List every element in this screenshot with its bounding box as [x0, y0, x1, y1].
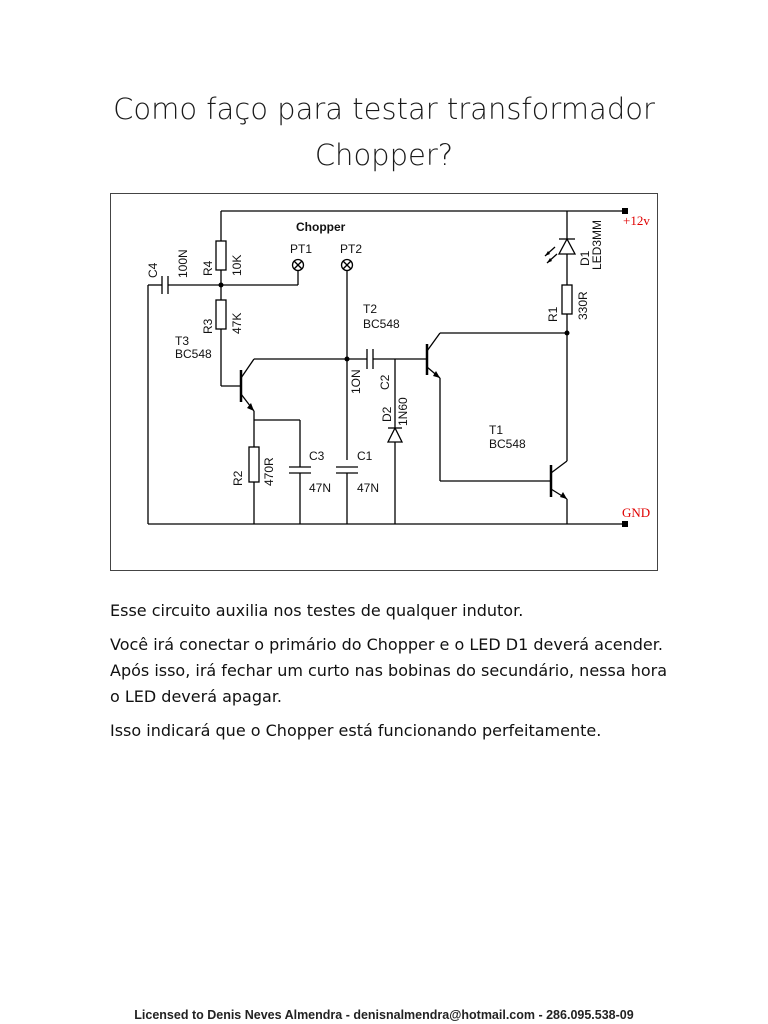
pt2-terminal [340, 258, 354, 272]
title-line-1: Como faço para testar transformador [113, 92, 655, 126]
r4-resistor [215, 240, 227, 271]
paragraph-3: Isso indicará que o Chopper está funcion… [110, 721, 602, 740]
d1-led [544, 237, 577, 264]
c4-value: 100N [176, 249, 190, 278]
gnd-label: GND [622, 505, 650, 520]
c3-name: C3 [309, 449, 325, 463]
license-footer: Licensed to Denis Neves Almendra - denis… [134, 1008, 634, 1022]
r1-resistor [561, 284, 573, 315]
body-text: Esse circuito auxilia nos testes de qual… [110, 598, 670, 752]
c1-value: 47N [357, 481, 379, 495]
d1-value: LED3MM [590, 220, 604, 270]
t2-transistor [425, 332, 567, 379]
d1-name: D1 [578, 250, 592, 266]
pt1-label: PT1 [290, 242, 312, 256]
r2-name: R2 [231, 470, 245, 486]
r3-resistor [215, 299, 227, 330]
pt2-label: PT2 [340, 242, 362, 256]
r4-name: R4 [201, 260, 215, 276]
r2-resistor [248, 446, 260, 483]
t3-name: T3 [175, 334, 189, 348]
pt1-terminal [291, 258, 305, 272]
c3-value: 47N [309, 481, 331, 495]
r3-value: 47K [230, 313, 244, 334]
d2-value: 1N60 [396, 397, 410, 426]
t1-transistor [549, 460, 568, 500]
r2-value: 470R [262, 457, 276, 486]
d2-diode [386, 426, 404, 443]
page-title: Como faço para testar transformador Chop… [60, 86, 708, 178]
t1-type: BC548 [489, 437, 526, 451]
t2-type: BC548 [363, 317, 400, 331]
c4-name: C4 [146, 262, 160, 278]
c2-name: C2 [378, 374, 392, 390]
title-line-2: Chopper? [314, 138, 454, 172]
vcc-terminal [622, 208, 628, 214]
r3-name: R3 [201, 318, 215, 334]
paragraph-2: Você irá conectar o primário do Chopper … [110, 635, 668, 706]
r1-name: R1 [546, 306, 560, 322]
paragraph-1: Esse circuito auxilia nos testes de qual… [110, 601, 524, 620]
t1-name: T1 [489, 423, 503, 437]
vcc-label: +12v [623, 213, 650, 228]
c1-name: C1 [357, 449, 373, 463]
chopper-label: Chopper [296, 220, 346, 234]
r4-value: 10K [230, 255, 244, 276]
schematic-drawing: Chopper PT1 PT2 +12v GND C4 100N R4 10K … [146, 208, 650, 527]
circuit-schematic: Chopper PT1 PT2 +12v GND C4 100N R4 10K … [110, 193, 658, 571]
c2-value: 1ON [349, 369, 363, 394]
gnd-terminal [622, 521, 628, 527]
r1-value: 330R [576, 291, 590, 320]
d2-name: D2 [380, 406, 394, 422]
t3-transistor [220, 338, 347, 412]
t3-type: BC548 [175, 347, 212, 361]
t2-name: T2 [363, 302, 377, 316]
